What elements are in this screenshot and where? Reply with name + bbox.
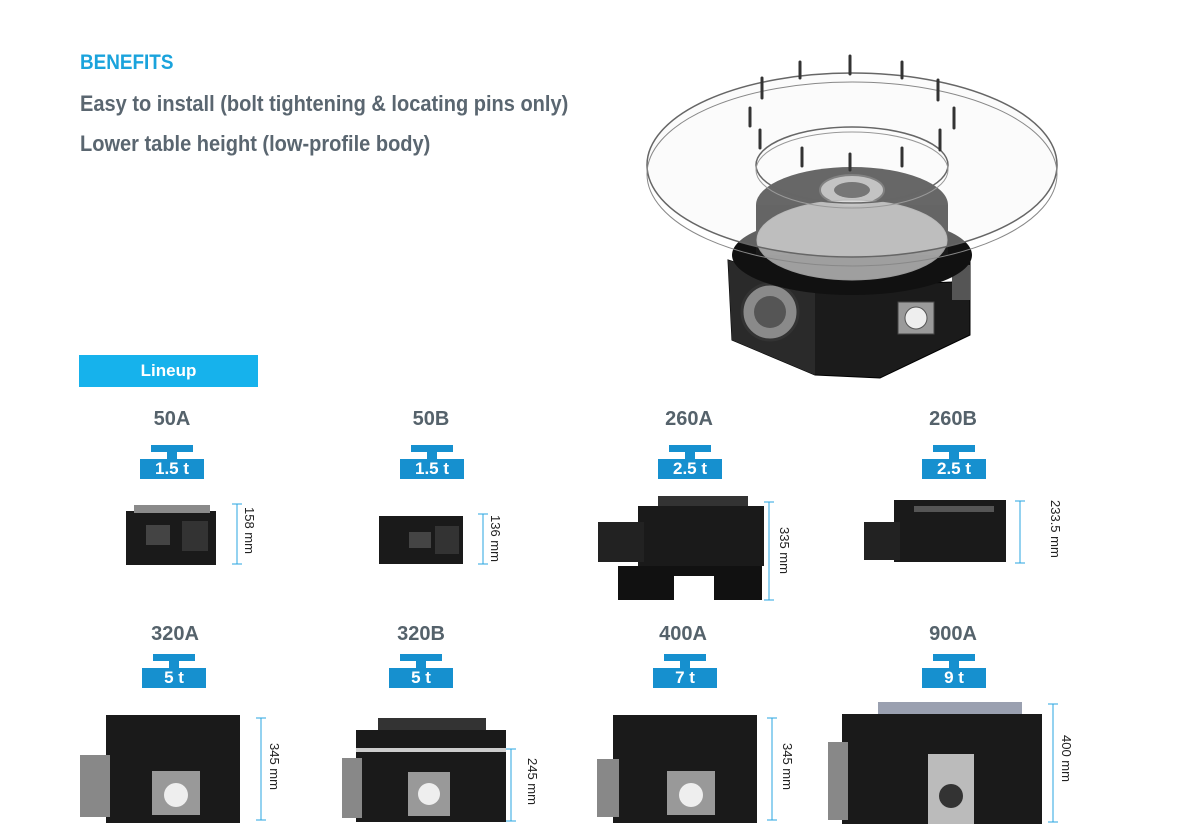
benefits-title: BENEFITS (80, 51, 174, 74)
load-value: 5 t (142, 668, 206, 688)
load-value: 2.5 t (922, 459, 986, 479)
product-image-50a (126, 505, 216, 565)
load-value: 1.5 t (400, 459, 464, 479)
dimension-label: 245 mm (525, 758, 540, 805)
load-value: 5 t (389, 668, 453, 688)
model-name-260a: 260A (665, 408, 713, 430)
load-capacity-badge-50b: 1.5 t (400, 445, 464, 481)
dimension-label: 345 mm (267, 743, 282, 790)
product-image-400a (597, 715, 757, 823)
model-name-50a: 50A (153, 408, 191, 430)
load-capacity-badge-260a: 2.5 t (658, 445, 722, 481)
product-image-900a (828, 702, 1042, 824)
load-capacity-badge-50a: 1.5 t (140, 445, 204, 481)
load-value: 1.5 t (140, 459, 204, 479)
dimension-label: 158 mm (242, 507, 257, 554)
load-capacity-badge-900a: 9 t (922, 654, 986, 690)
dimension-label: 335 mm (777, 527, 792, 574)
model-name-320b: 320B (397, 623, 445, 645)
benefit-item-easy-install: Easy to install (bolt tightening & locat… (80, 91, 569, 116)
product-image-260a (598, 496, 764, 600)
dimension-label: 233.5 mm (1048, 500, 1063, 558)
dimension-label: 136 mm (488, 515, 503, 562)
lineup-header: Lineup (79, 355, 258, 387)
load-capacity-badge-400a: 7 t (653, 654, 717, 690)
benefit-item-lower-height: Lower table height (low-profile body) (80, 131, 431, 156)
load-capacity-badge-320b: 5 t (389, 654, 453, 690)
model-name-260b: 260B (929, 408, 977, 430)
model-name-50b: 50B (412, 408, 450, 430)
load-capacity-badge-260b: 2.5 t (922, 445, 986, 481)
load-capacity-badge-320a: 5 t (142, 654, 206, 690)
load-value: 9 t (922, 668, 986, 688)
model-name-320a: 320A (151, 623, 199, 645)
product-image-260b (864, 500, 1006, 562)
model-name-900a: 900A (929, 623, 977, 645)
load-value: 2.5 t (658, 459, 722, 479)
load-value: 7 t (653, 668, 717, 688)
product-image-320b (342, 718, 506, 822)
rotary-table-exploded-illustration (646, 54, 1058, 379)
dimension-label: 345 mm (780, 743, 795, 790)
product-image-320a (80, 715, 240, 823)
dimension-label: 400 mm (1059, 735, 1074, 782)
product-image-50b (379, 516, 463, 564)
model-name-400a: 400A (659, 623, 707, 645)
